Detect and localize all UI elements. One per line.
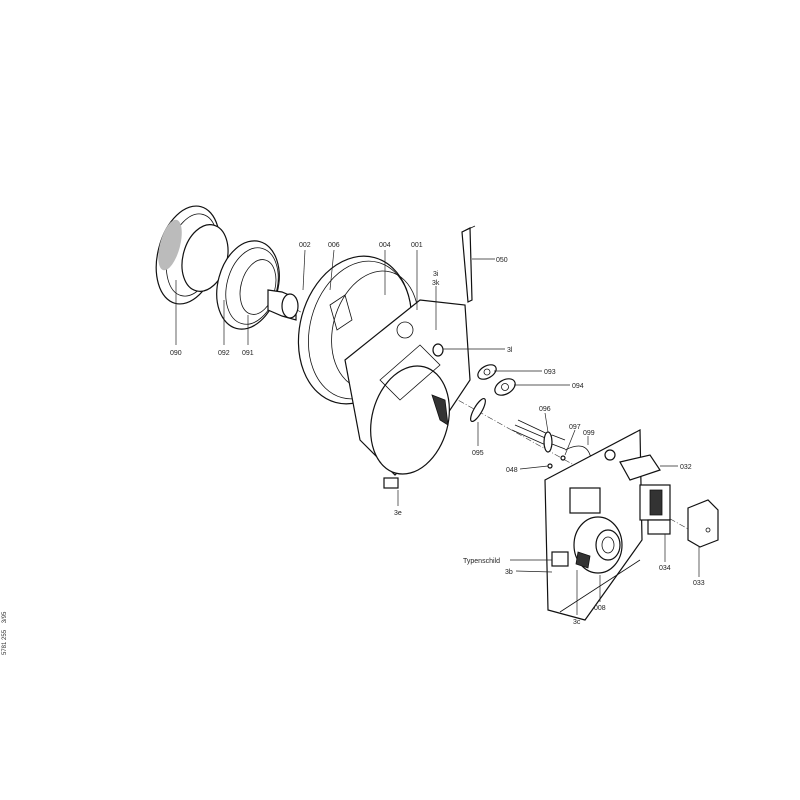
part-090-burner-head bbox=[155, 205, 229, 305]
label-048: 048 bbox=[506, 467, 518, 474]
document-date: 3/95 bbox=[2, 611, 8, 624]
part-093-gasket bbox=[477, 364, 497, 380]
label-090: 090 bbox=[170, 350, 182, 357]
label-3i: 3i bbox=[433, 271, 439, 278]
part-048-connector bbox=[547, 463, 553, 469]
label-3e: 3e bbox=[394, 510, 402, 517]
label-typenschild: Typenschild bbox=[463, 558, 500, 565]
part-002-sleeve bbox=[267, 289, 299, 321]
part-050-hex-key bbox=[461, 225, 476, 303]
part-095-seal bbox=[470, 397, 486, 423]
label-004: 004 bbox=[379, 242, 391, 249]
ignition-transformer bbox=[569, 487, 601, 514]
label-3k: 3k bbox=[432, 280, 440, 287]
part-3l-screw bbox=[432, 343, 444, 357]
label-092: 092 bbox=[218, 350, 230, 357]
leader-lines bbox=[175, 249, 700, 615]
label-002: 002 bbox=[299, 242, 311, 249]
label-050: 050 bbox=[496, 257, 508, 264]
label-094: 094 bbox=[572, 383, 584, 390]
part-094-gasket bbox=[494, 378, 516, 396]
label-034: 034 bbox=[659, 565, 671, 572]
label-001: 001 bbox=[411, 242, 423, 249]
document-reference: 5781 255 3/95 bbox=[2, 612, 8, 655]
label-033: 033 bbox=[693, 580, 705, 587]
document-code: 5781 255 bbox=[2, 629, 8, 655]
label-099: 099 bbox=[583, 430, 595, 437]
label-008: 008 bbox=[594, 605, 606, 612]
label-095: 095 bbox=[472, 450, 484, 457]
label-3b: 3b bbox=[505, 569, 513, 576]
type-plate bbox=[551, 551, 569, 567]
part-032-oil-pump bbox=[604, 449, 671, 521]
label-3l: 3l bbox=[507, 347, 513, 354]
part-097-connector bbox=[560, 455, 566, 461]
label-091: 091 bbox=[242, 350, 254, 357]
label-3c: 3c bbox=[573, 619, 581, 626]
part-033-cover bbox=[687, 499, 719, 548]
part-091-092-flange bbox=[216, 240, 280, 330]
label-097: 097 bbox=[569, 424, 581, 431]
label-032: 032 bbox=[680, 464, 692, 471]
part-008-motor bbox=[573, 516, 623, 574]
part-034-bracket bbox=[647, 519, 671, 535]
part-096-ignition-electrodes bbox=[511, 419, 566, 453]
label-096: 096 bbox=[539, 406, 551, 413]
label-006: 006 bbox=[328, 242, 340, 249]
label-093: 093 bbox=[544, 369, 556, 376]
